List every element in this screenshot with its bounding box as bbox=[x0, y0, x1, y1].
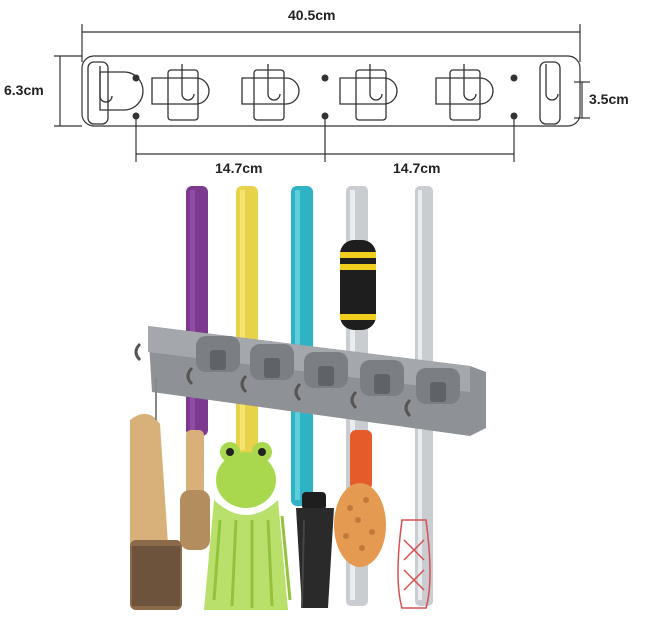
umbrella bbox=[296, 492, 334, 609]
hand-brush bbox=[130, 378, 182, 610]
dimension-spacing-left: 14.7cm bbox=[215, 160, 263, 176]
rack-line-drawing bbox=[54, 24, 590, 162]
dimension-height: 6.3cm bbox=[4, 82, 44, 98]
photo-hooks bbox=[134, 342, 412, 418]
clamp-modules bbox=[87, 61, 561, 125]
mesh-bag bbox=[397, 519, 431, 609]
dimension-total-width: 40.5cm bbox=[288, 7, 336, 23]
screw-hole-icon bbox=[132, 74, 518, 120]
hook-icon bbox=[99, 64, 559, 103]
foam-grip bbox=[340, 240, 376, 330]
dimension-spacing-right: 14.7cm bbox=[393, 160, 441, 176]
bottle-brush bbox=[180, 430, 210, 550]
sponge-brush bbox=[334, 430, 386, 567]
frog-duster bbox=[204, 442, 292, 610]
rack-body bbox=[148, 326, 486, 436]
dimension-depth: 3.5cm bbox=[589, 91, 629, 107]
